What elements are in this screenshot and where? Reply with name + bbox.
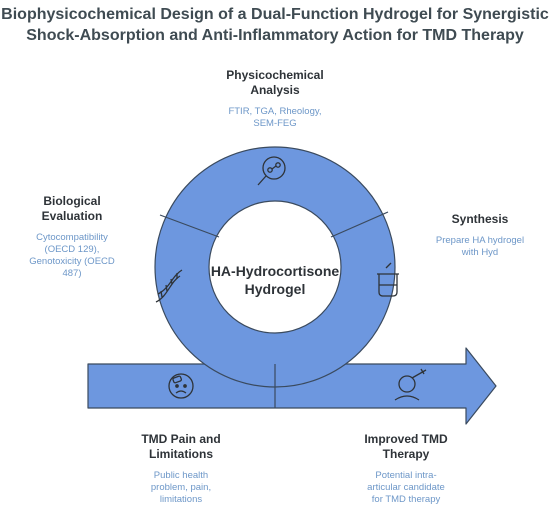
patient-injection-icon — [394, 368, 427, 401]
title-line: Analysis — [250, 83, 300, 97]
title-line: Improved TMD — [364, 432, 448, 446]
title-line: Synthesis — [451, 212, 509, 226]
sad-face-bandage-icon — [168, 373, 194, 399]
title-line: Therapy — [382, 447, 430, 461]
center-label-line-1: HA-Hydrocortisone — [210, 263, 340, 279]
center-label-line-2: Hydrogel — [244, 281, 306, 297]
dna-icon — [155, 269, 183, 303]
divider-physicochemical-synthesis — [330, 211, 389, 238]
desc-line: 487) — [62, 268, 82, 279]
stage-pain-desc: Public health problem, pain, limitations — [115, 470, 247, 506]
title-line-1: Biophysicochemical Design of a Dual-Func… — [1, 6, 549, 23]
page-title: Biophysicochemical Design of a Dual-Func… — [0, 4, 550, 46]
molecule-magnifier-icon — [257, 156, 286, 186]
stage-pain: TMD Pain and Limitations Public health p… — [115, 432, 247, 506]
stage-physicochemical-desc: FTIR, TGA, Rheology, SEM-FEG — [205, 106, 345, 130]
desc-line: articular candidate — [367, 482, 445, 493]
lab-beaker-icon — [377, 262, 399, 297]
title-line: Evaluation — [41, 209, 103, 223]
stage-pain-title: TMD Pain and Limitations — [115, 432, 247, 462]
stage-biological: Biological Evaluation Cytocompatibility … — [14, 194, 130, 280]
desc-line: for TMD therapy — [371, 494, 441, 505]
stage-physicochemical-title: Physicochemical Analysis — [205, 68, 345, 98]
desc-line: FTIR, TGA, Rheology, — [228, 106, 322, 117]
desc-line: SEM-FEG — [253, 118, 297, 129]
stage-synthesis-title: Synthesis — [418, 212, 542, 227]
title-line: TMD Pain and — [141, 432, 221, 446]
title-line: Limitations — [148, 447, 213, 461]
stage-improved-title: Improved TMD Therapy — [340, 432, 472, 462]
desc-line: Potential intra- — [375, 470, 437, 481]
stage-synthesis-desc: Prepare HA hydrogel with Hyd — [418, 235, 542, 259]
desc-line: problem, pain, — [150, 482, 212, 493]
desc-line: limitations — [159, 494, 203, 505]
stage-improved-desc: Potential intra- articular candidate for… — [340, 470, 472, 506]
stage-biological-desc: Cytocompatibility (OECD 129), Genotoxici… — [14, 232, 130, 280]
desc-line: Prepare HA hydrogel — [435, 235, 525, 246]
title-line-2: Shock-Absorption and Anti-Inflammatory A… — [26, 27, 524, 44]
desc-line: Cytocompatibility — [36, 232, 108, 243]
center-label: HA-Hydrocortisone Hydrogel — [200, 262, 350, 298]
stage-synthesis: Synthesis Prepare HA hydrogel with Hyd — [418, 212, 542, 259]
desc-line: Public health — [153, 470, 209, 481]
title-line: Biological — [43, 194, 101, 208]
divider-biological-physicochemical — [159, 214, 220, 238]
cycle-ring — [154, 146, 396, 388]
desc-line: (OECD 129), — [44, 244, 100, 255]
desc-line: Genotoxicity (OECD — [29, 256, 115, 267]
stage-improved: Improved TMD Therapy Potential intra- ar… — [340, 432, 472, 506]
stage-biological-title: Biological Evaluation — [14, 194, 130, 224]
title-line: Physicochemical — [226, 68, 324, 82]
desc-line: with Hyd — [461, 247, 499, 258]
stage-physicochemical: Physicochemical Analysis FTIR, TGA, Rheo… — [205, 68, 345, 130]
